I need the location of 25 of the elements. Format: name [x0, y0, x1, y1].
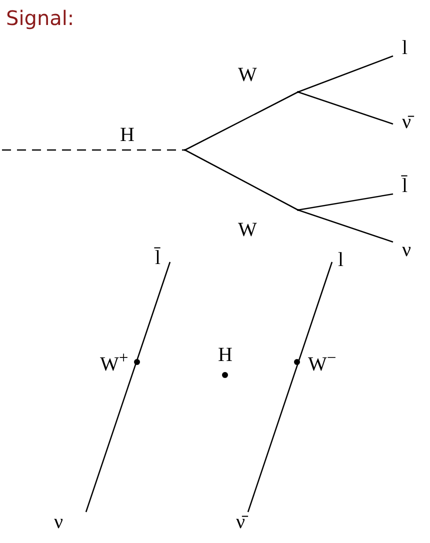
particle-label: ν̄ — [236, 512, 246, 532]
vertex-dot — [134, 359, 140, 365]
propagator-line — [298, 193, 394, 211]
particle-label: l̄ — [155, 248, 161, 268]
particle-label: l — [338, 250, 344, 270]
vertex-dot — [222, 372, 228, 378]
particle-label: W$^{+}$ — [100, 348, 128, 375]
particle-label: W$^{−}$ — [308, 348, 336, 375]
particle-label: l — [402, 38, 408, 58]
particle-label: H — [120, 125, 134, 145]
particle-label: ν̄ — [402, 112, 412, 132]
particle-label: l̄ — [402, 176, 408, 196]
particle-label: ν — [402, 240, 412, 260]
particle-label: H — [218, 345, 232, 365]
propagator-line — [298, 55, 394, 93]
particle-label: ν — [54, 512, 64, 532]
particle-label: W — [238, 220, 257, 240]
propagator-line — [298, 91, 394, 125]
propagator-line — [298, 209, 394, 243]
scalar-propagator — [2, 149, 185, 151]
propagator-line — [184, 91, 298, 151]
title: Signal: — [6, 6, 74, 30]
particle-label: W — [238, 65, 257, 85]
vertex-dot — [294, 359, 300, 365]
propagator-line — [184, 149, 298, 211]
